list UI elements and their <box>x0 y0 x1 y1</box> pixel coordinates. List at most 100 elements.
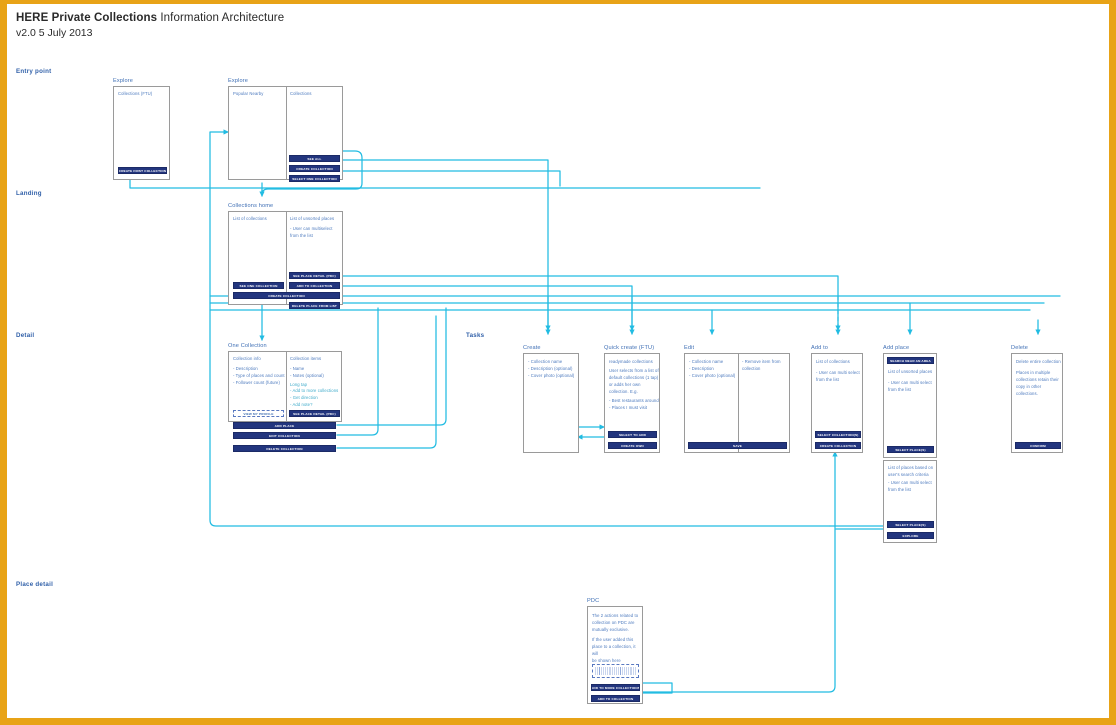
screen-pdc: The 2 actions related to collection on P… <box>587 606 643 704</box>
frame-border-top <box>0 0 1116 4</box>
wire-pdc-to-add-place <box>642 450 838 693</box>
body-create-fields: - Collection name - Description (optiona… <box>528 359 575 378</box>
page-title-rest: Information Architecture <box>157 12 285 24</box>
button-see-place-detail-one[interactable]: SEE PLACE DETAIL (PDC) <box>289 410 340 417</box>
button-view-my-profile[interactable]: VIEW MY PROFILE <box>233 410 284 417</box>
label-collections-ftu: Collections (FTU) <box>118 91 153 96</box>
button-create-collection-addto[interactable]: CREATE COLLECTION <box>815 442 861 449</box>
body-delete-retain-note: Places in multiple collections retain th… <box>1016 370 1059 396</box>
button-see-one-collection[interactable]: SEE ONE COLLECTION <box>233 282 284 289</box>
card-caption-add-to: Add to <box>811 345 829 351</box>
body-collection-info: - Description - Type of places and count… <box>233 366 285 385</box>
button-explore[interactable]: EXPLORE <box>887 532 934 539</box>
note-multiselect: - User can multiselect from the list <box>290 226 333 238</box>
button-add-place[interactable]: ADD PLACE <box>233 422 336 429</box>
card-caption-edit: Edit <box>684 345 695 351</box>
page-version: v2.0 5 July 2013 <box>16 27 93 39</box>
card-explore-ftu: Explore Collections (FTU) CREATE FIRST C… <box>113 78 170 180</box>
screen-delete: Delete entire collection Places in multi… <box>1011 353 1063 453</box>
page-title-bold: HERE Private Collections <box>16 12 158 24</box>
screen-add-place-bottom: List of places based on user's search cr… <box>883 460 937 543</box>
label-popular-nearby: Popular Nearby <box>233 91 264 96</box>
note-add-place-select: - User can multi select from the list <box>888 380 932 392</box>
card-caption-collections-home: Collections home <box>228 203 274 209</box>
card-caption-add-place: Add place <box>883 345 910 351</box>
frame-border-bottom <box>0 718 1116 725</box>
wire-create-first-to-landing <box>129 178 211 189</box>
button-add-to-more-collections[interactable]: ADD TO MORE COLLECTIONS <box>591 684 640 691</box>
button-create-own[interactable]: CREATE OWN <box>608 442 657 449</box>
card-one-collection: One Collection Collection info - Descrip… <box>228 343 342 452</box>
label-list-of-collections: List of collections <box>233 216 267 221</box>
page-title: HERE Private Collections Information Arc… <box>16 12 284 24</box>
button-create-collection-home[interactable]: CREATE COLLECTION <box>233 292 340 299</box>
button-confirm[interactable]: CONFIRM <box>1015 442 1061 449</box>
card-quick-create: Quick create (FTU) readymade collections… <box>604 345 660 453</box>
button-add-to-collection-pdc[interactable]: ADD TO COLLECTION <box>591 695 640 702</box>
divider-explore <box>286 87 287 179</box>
card-caption-explore: Explore <box>228 78 249 84</box>
frame-border-left <box>0 0 7 725</box>
body-delete-entire: Delete entire collection <box>1016 359 1061 364</box>
body-quick-create-desc: User selects from a list of default coll… <box>609 368 659 394</box>
card-caption-explore-ftu: Explore <box>113 78 134 84</box>
button-select-places-top[interactable]: SELECT PLACE(S) <box>887 446 934 453</box>
card-create: Create - Collection name - Description (… <box>523 345 579 453</box>
body-edit-fields: - Collection name - Description - Cover … <box>689 359 736 378</box>
button-add-to-collection[interactable]: ADD TO COLLECTION <box>289 282 340 289</box>
wire-home-create-collection <box>340 285 635 332</box>
button-delete-place-from-list[interactable]: DELETE PLACE FROM LIST <box>289 302 340 309</box>
screen-one-collection: Collection info - Description - Type of … <box>228 351 342 422</box>
screen-explore: Popular Nearby Collections SEE ALL CREAT… <box>228 86 343 182</box>
divider-collections-home <box>286 212 287 304</box>
body-readymade-collections: readymade collections <box>609 359 653 364</box>
button-create-first-collection[interactable]: CREATE FIRST COLLECTION <box>118 167 167 174</box>
card-edit: Edit - Collection name - Description - C… <box>684 345 790 453</box>
label-collection-items: Collection items <box>290 356 322 361</box>
row-label-entry-point: Entry point <box>16 68 52 75</box>
wire-add-to-collection <box>340 275 841 332</box>
button-select-collections[interactable]: SELECT COLLECTION(S) <box>815 431 861 438</box>
label-long-tap: Long tap <box>290 382 308 387</box>
divider-one-collection <box>286 352 287 421</box>
button-select-to-add[interactable]: SELECT TO ADD <box>608 431 657 438</box>
button-save[interactable]: SAVE <box>688 442 787 449</box>
row-label-detail: Detail <box>16 332 35 339</box>
card-caption-delete: Delete <box>1011 345 1029 351</box>
section-label-tasks: Tasks <box>466 332 485 339</box>
placeholder-collection-chip <box>592 664 639 678</box>
row-label-landing: Landing <box>16 190 42 197</box>
wire-explore-create-collection <box>340 159 551 332</box>
card-caption-pdc: PDC <box>587 598 600 604</box>
card-add-place: Add place SEARCH NEAR AN AREA List of un… <box>883 345 937 543</box>
screen-add-to: List of collections - User can multi sel… <box>811 353 863 453</box>
body-edit-remove: - Remove item from collection <box>742 359 781 371</box>
label-add-place-search-results: List of places based on user's search cr… <box>888 465 934 477</box>
note-add-to-select: - User can multi select from the list <box>816 370 860 382</box>
card-caption-create: Create <box>523 345 541 351</box>
document-header: HERE Private Collections Information Arc… <box>16 12 284 39</box>
card-pdc: PDC The 2 actions related to collection … <box>587 598 643 704</box>
button-select-one-collection[interactable]: SELECT ONE COLLECTION <box>289 175 340 182</box>
screen-quick-create: readymade collections User selects from … <box>604 353 660 453</box>
body-long-tap: - Add to more collections - Get directio… <box>290 388 339 407</box>
screen-explore-ftu: Collections (FTU) CREATE FIRST COLLECTIO… <box>113 86 170 180</box>
button-delete-collection[interactable]: DELETE COLLECTION <box>233 445 336 452</box>
button-see-all[interactable]: SEE ALL <box>289 155 340 162</box>
card-caption-one-collection: One Collection <box>228 343 267 349</box>
wire-explore-select-one <box>340 170 561 187</box>
button-see-place-detail-pdc[interactable]: SEE PLACE DETAIL (PDC) <box>289 272 340 279</box>
wire-into-explore <box>209 129 230 189</box>
screen-edit: - Collection name - Description - Cover … <box>684 353 790 453</box>
body-collection-items: - Name - Notes (optional) <box>290 366 324 378</box>
button-search-near-an-area[interactable]: SEARCH NEAR AN AREA <box>887 357 934 364</box>
button-select-places-bottom[interactable]: SELECT PLACE(S) <box>887 521 934 528</box>
note-add-place-select-2: - User can multi select from the list <box>888 480 932 492</box>
label-list-of-unsorted-places: List of unsorted places <box>290 216 335 221</box>
card-explore: Explore Popular Nearby Collections SEE A… <box>228 78 343 182</box>
wire-edit-collection <box>336 307 379 436</box>
button-edit-collection[interactable]: EDIT COLLECTION <box>233 432 336 439</box>
card-collections-home: Collections home List of collections Lis… <box>228 203 343 309</box>
button-create-collection[interactable]: CREATE COLLECTION <box>289 165 340 172</box>
body-pdc-note-2: If the user added this place to a collec… <box>592 637 636 663</box>
